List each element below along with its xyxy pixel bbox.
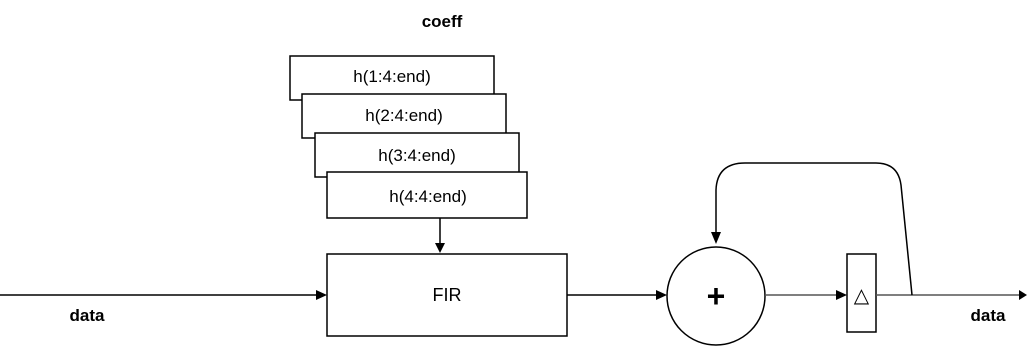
coeff-title: coeff: [422, 12, 463, 31]
adder-to-delay-arrow: [765, 290, 847, 300]
coefficient-box-1: [289, 55, 495, 101]
coefficient-label-2: h(2:4:end): [365, 106, 443, 125]
coeff-to-fir-arrow: [435, 218, 445, 253]
output-data-label: data: [971, 306, 1007, 325]
coefficient-stack: h(1:4:end) h(2:4:end) h(3:4:end) h(4:4:e…: [289, 55, 528, 219]
coefficient-label-4: h(4:4:end): [389, 187, 467, 206]
fir-label: FIR: [433, 285, 462, 305]
output-arrow: [876, 290, 1027, 300]
input-arrow: [0, 290, 327, 300]
input-data-label: data: [70, 306, 106, 325]
delay-symbol: △: [854, 285, 870, 307]
fir-to-adder-arrow: [567, 290, 667, 300]
coefficient-box-2: [301, 93, 507, 139]
coefficient-label-1: h(1:4:end): [353, 67, 431, 86]
coefficient-label-3: h(3:4:end): [378, 146, 456, 165]
feedback-arrow: [711, 162, 913, 296]
adder-circle: [666, 246, 766, 346]
coefficient-box-4: [326, 171, 528, 219]
delay-register: [846, 253, 877, 333]
adder-symbol: +: [707, 278, 726, 314]
coefficient-box-3: [314, 132, 520, 178]
